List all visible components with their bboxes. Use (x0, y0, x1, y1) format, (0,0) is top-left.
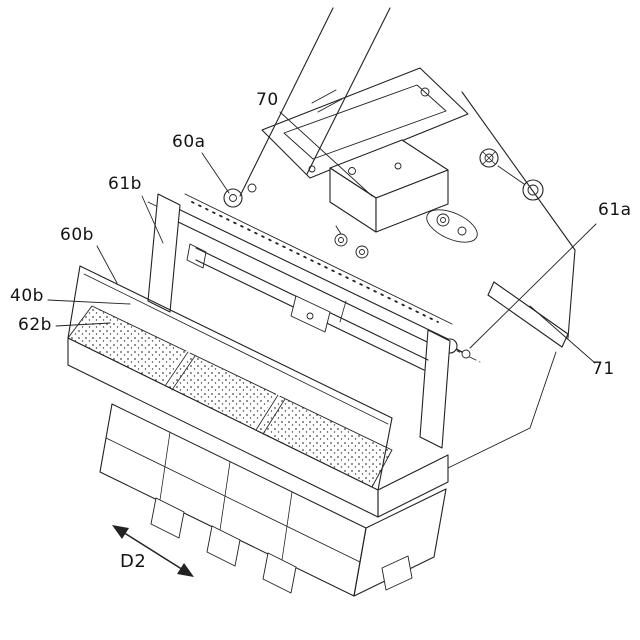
label-61b: 61b (108, 174, 142, 194)
label-d2: D2 (120, 551, 147, 572)
base-housing (99, 403, 447, 597)
guide-shaft-assembly (147, 193, 481, 449)
upper-guide-rails (239, 7, 391, 197)
right-fittings (426, 91, 576, 339)
label-70: 70 (256, 90, 279, 110)
tray-and-wall (67, 265, 449, 518)
label-60b: 60b (60, 225, 94, 245)
label-40b: 40b (10, 286, 44, 306)
d2-direction-arrow (112, 525, 194, 577)
label-61a: 61a (598, 200, 632, 220)
carriage-frame (223, 67, 469, 208)
label-71: 71 (592, 359, 615, 379)
drive-unit-block-70 (329, 139, 449, 259)
leader-lines (47, 111, 597, 364)
label-62b: 62b (18, 315, 52, 335)
label-60a: 60a (172, 132, 206, 152)
arm-71 (447, 281, 569, 469)
